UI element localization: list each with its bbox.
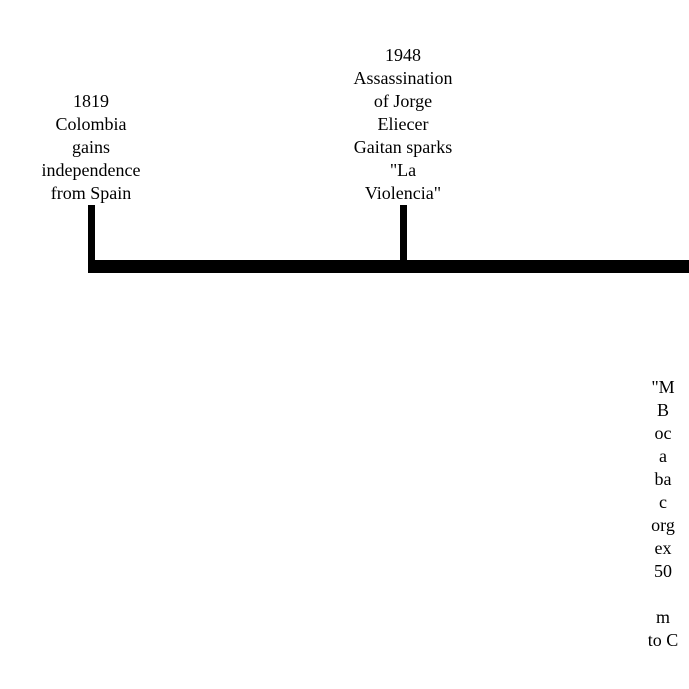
event-text-line: org — [651, 515, 675, 535]
timeline-axis — [88, 260, 689, 273]
event-text-line: ba — [654, 469, 672, 489]
event-1948-tick — [400, 205, 407, 267]
event-text-line: to C — [647, 630, 679, 650]
event-text-line: 50 — [654, 561, 672, 581]
event-year: 1948 — [385, 45, 421, 65]
event-text-line: "La — [389, 160, 417, 180]
event-text-line: from Spain — [50, 183, 132, 203]
event-text-line: a — [659, 446, 667, 466]
event-1819-tick — [88, 205, 95, 267]
event-text-line: independence — [41, 160, 141, 180]
event-text-line: c — [659, 492, 667, 512]
event-text-line: "M — [651, 377, 675, 397]
event-1819-label: 1819 Colombia gains independence from Sp… — [31, 90, 151, 205]
event-text-line — [623, 583, 689, 606]
event-text-line: Gaitan sparks — [353, 137, 453, 157]
event-text-line: of Jorge — [373, 91, 433, 111]
event-3-label-cropped: "M B oc a ba c org ex 50 m to C — [623, 376, 689, 652]
event-text-line: Violencia" — [364, 183, 442, 203]
event-text-line: Colombia — [55, 114, 127, 134]
event-1948-label: 1948 Assassination of Jorge Eliecer Gait… — [343, 44, 463, 205]
event-year: 1819 — [73, 91, 109, 111]
event-text-line: Assassination — [353, 68, 453, 88]
event-text-line: ex — [654, 538, 672, 558]
event-text-line: B — [656, 400, 669, 420]
event-text-line: Eliecer — [377, 114, 429, 134]
event-text-line: oc — [654, 423, 672, 443]
event-text-line: gains — [72, 137, 110, 157]
event-text-line: m — [655, 607, 670, 627]
